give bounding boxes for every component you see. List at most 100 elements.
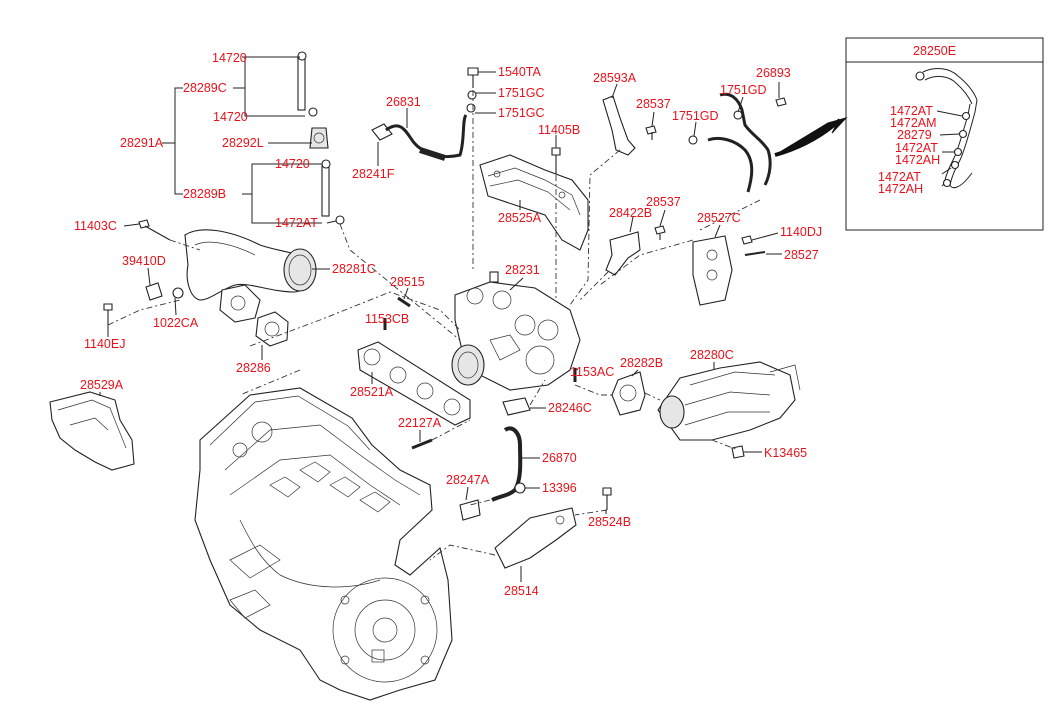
bell-bolt-1 — [340, 595, 350, 605]
label-28289B[interactable]: 28289B — [183, 187, 226, 201]
label-28422B[interactable]: 28422B — [609, 206, 652, 220]
part-28527C-shield — [692, 235, 766, 306]
label-1751GD-a[interactable]: 1751GD — [720, 83, 767, 97]
label-28525A[interactable]: 28525A — [498, 211, 542, 225]
label-28292L[interactable]: 28292L — [222, 136, 264, 150]
dash-28527C — [599, 239, 694, 286]
turbo-port-1 — [466, 287, 484, 305]
part-28280C-converter — [657, 361, 801, 441]
label-1022CA[interactable]: 1022CA — [153, 316, 199, 330]
leader-1022CA — [174, 297, 177, 316]
bell-housing-hub — [372, 617, 398, 643]
label-1153AC[interactable]: 1153AC — [570, 365, 614, 379]
bell-square-port — [371, 649, 385, 663]
inset-leader-2 — [939, 133, 960, 136]
label-28281C[interactable]: 28281C — [332, 262, 376, 276]
leader-28289C — [233, 57, 305, 117]
label-28529A[interactable]: 28529A — [80, 378, 124, 392]
label-11403C[interactable]: 11403C — [74, 219, 117, 233]
dash-28514-to-engine — [429, 544, 496, 561]
label-28247A[interactable]: 28247A — [446, 473, 490, 487]
converter-inlet — [659, 395, 685, 429]
label-28527[interactable]: 28527 — [784, 248, 819, 262]
turbo-wastegate — [489, 334, 521, 361]
label-22127A[interactable]: 22127A — [398, 416, 442, 430]
dash-28282B-to-converter — [644, 392, 661, 401]
intake-flange-hole — [230, 295, 246, 311]
part-1540TA-bolt — [467, 67, 479, 88]
label-K13465[interactable]: K13465 — [764, 446, 807, 460]
dash-K13465 — [711, 439, 739, 451]
label-28514[interactable]: 28514 — [504, 584, 539, 598]
label-inset-28279[interactable]: 28279 — [897, 128, 932, 142]
label-inset-title-28250E[interactable]: 28250E — [913, 44, 956, 58]
label-1140EJ[interactable]: 1140EJ — [84, 337, 125, 351]
oil-union-core — [313, 132, 325, 144]
part-26831-oil-feed — [371, 114, 468, 161]
engine-head-lower — [229, 454, 401, 506]
part-28231-turbocharger — [451, 271, 581, 391]
part-28529A-shield — [49, 391, 135, 471]
label-1540TA[interactable]: 1540TA — [498, 65, 542, 79]
label-26893[interactable]: 26893 — [756, 66, 791, 80]
label-14720-top[interactable]: 14720 — [212, 51, 247, 65]
label-28593A[interactable]: 28593A — [593, 71, 637, 85]
label-11405B[interactable]: 11405B — [538, 123, 580, 137]
label-28537-b[interactable]: 28537 — [646, 195, 681, 209]
heat-shield-28525A-body — [479, 154, 589, 251]
engine-port-2 — [329, 476, 361, 498]
label-28291A[interactable]: 28291A — [120, 136, 164, 150]
block-boss-2 — [229, 589, 271, 619]
label-14720-mid[interactable]: 14720 — [213, 110, 248, 124]
shield-28527C-hole-2 — [706, 269, 718, 281]
dash-28593A — [569, 149, 621, 306]
label-inset-1472AM[interactable]: 1472AM — [890, 116, 937, 130]
engine-head-top-edge — [209, 395, 371, 451]
label-inset-1472AT-b[interactable]: 1472AT — [895, 141, 938, 155]
inset-leader-1 — [936, 110, 963, 117]
label-28527C[interactable]: 28527C — [697, 211, 741, 225]
label-inset-1472AT-c[interactable]: 1472AT — [878, 170, 921, 184]
label-26870[interactable]: 26870 — [542, 451, 577, 465]
part-28282B-gasket — [611, 371, 646, 416]
dash-28247A — [469, 499, 491, 506]
label-28241F[interactable]: 28241F — [352, 167, 395, 181]
label-1472AT-main[interactable]: 1472AT — [275, 216, 318, 230]
inset-leader-4 — [941, 167, 952, 175]
label-1751GC-a[interactable]: 1751GC — [498, 86, 545, 100]
label-26831[interactable]: 26831 — [386, 95, 421, 109]
turbo-turbine-scroll — [525, 345, 555, 375]
label-28282B[interactable]: 28282B — [620, 356, 663, 370]
label-13396[interactable]: 13396 — [542, 481, 577, 495]
label-1153CB[interactable]: 1153CB — [365, 312, 409, 326]
label-28280C[interactable]: 28280C — [690, 348, 734, 362]
label-1751GC-b[interactable]: 1751GC — [498, 106, 545, 120]
water-pipe-upper — [719, 92, 772, 186]
clamp-14720-mid — [308, 107, 318, 117]
label-14720-low[interactable]: 14720 — [275, 157, 310, 171]
label-1751GD-b[interactable]: 1751GD — [672, 109, 719, 123]
label-28246C[interactable]: 28246C — [548, 401, 592, 415]
label-inset-1472AT-a[interactable]: 1472AT — [890, 104, 933, 118]
heat-shield-28525A-rib1 — [487, 167, 581, 216]
label-28286[interactable]: 28286 — [236, 361, 271, 375]
label-inset-1472AH-a[interactable]: 1472AH — [895, 153, 940, 167]
part-39410D-bracket — [145, 282, 163, 301]
label-28289C[interactable]: 28289C — [183, 81, 227, 95]
label-28537-a[interactable]: 28537 — [636, 97, 671, 111]
bracket-28514-hole — [555, 515, 565, 525]
leader-1751GD-b — [693, 121, 697, 137]
label-28524B[interactable]: 28524B — [588, 515, 631, 529]
label-28515[interactable]: 28515 — [390, 275, 425, 289]
label-1140DJ[interactable]: 1140DJ — [780, 225, 822, 239]
gasket-port-1 — [363, 348, 381, 366]
water-pipe-lower — [707, 136, 754, 193]
part-1751GD-washer-a — [733, 110, 743, 120]
shield-28529A-fold — [57, 399, 127, 449]
label-39410D[interactable]: 39410D — [122, 254, 166, 268]
label-28231[interactable]: 28231 — [505, 263, 540, 277]
label-28521A[interactable]: 28521A — [350, 385, 394, 399]
label-inset-1472AH-b[interactable]: 1472AH — [878, 182, 923, 196]
gasket-28282B-hole — [619, 384, 637, 402]
